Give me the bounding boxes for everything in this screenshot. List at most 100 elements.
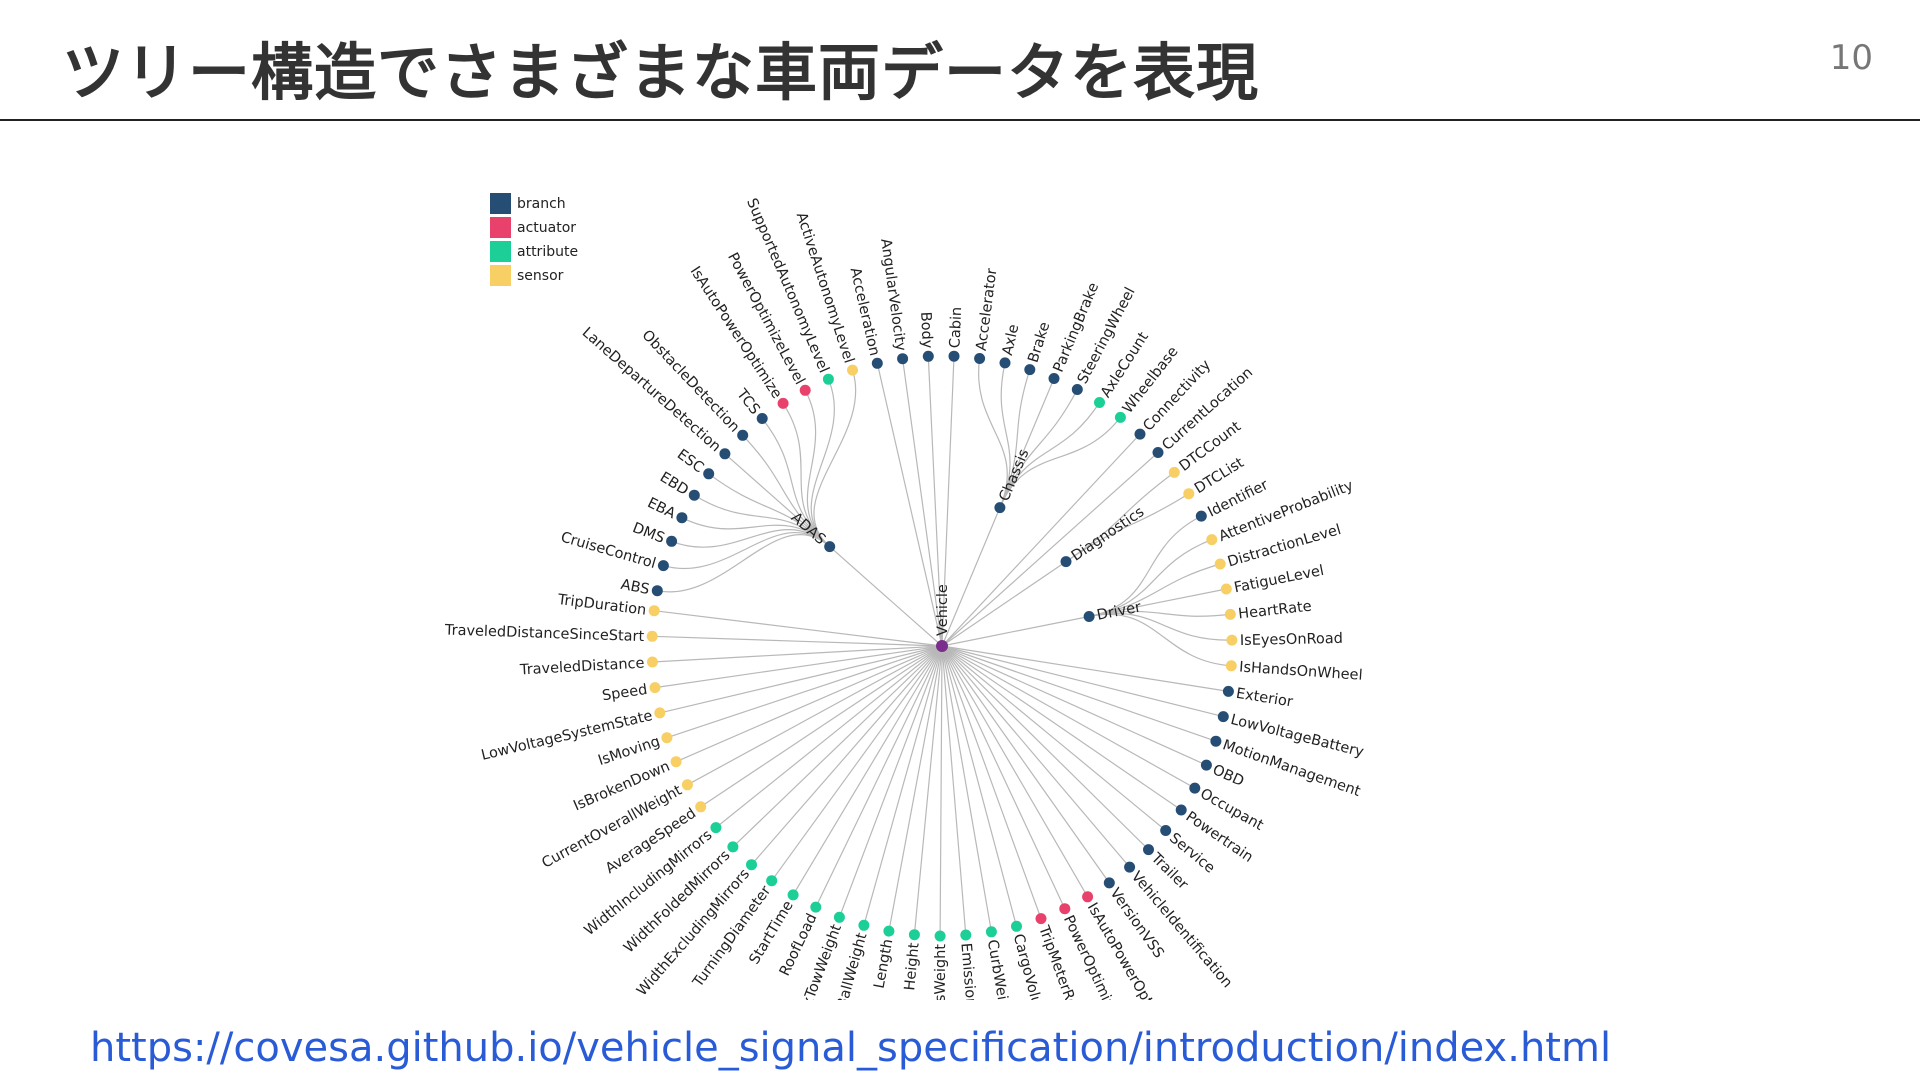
node-angular-velocity-label: AngularVelocity (877, 238, 908, 353)
node-acceleration-dot (871, 357, 883, 369)
node-brake-label: Brake (1026, 320, 1054, 365)
node-is-auto-power-optimize-dot (777, 397, 789, 409)
link-vehicle-version-vss (941, 645, 1110, 884)
link-vehicle-average-speed (700, 645, 943, 808)
link-adas-power-optimize-level (804, 390, 831, 548)
link-adas-ebd (693, 494, 831, 548)
legend-label-actuator: actuator (517, 220, 576, 236)
node-attentive-probability-dot (1206, 534, 1218, 546)
link-driver-heart-rate (1088, 610, 1231, 618)
node-power-optimize-level-dot (1059, 903, 1071, 915)
node-height-label: Height (902, 942, 923, 992)
node-turning-diameter-dot (766, 875, 778, 887)
node-active-autonomy-level-label: ActiveAutonomyLevel (793, 211, 857, 366)
node-curb-weight-dot (985, 926, 997, 938)
link-adas-lane-departure-detection (724, 453, 831, 548)
node-width-folded-mirrors-dot (727, 841, 739, 853)
node-eba-dot (676, 512, 688, 524)
node-ebd-dot (688, 489, 700, 501)
node-eba-label: EBA (645, 495, 678, 522)
source-link[interactable]: https://covesa.github.io/vehicle_signal_… (90, 1025, 1612, 1071)
node-height-dot (908, 929, 920, 941)
link-adas-obstacle-detection (742, 434, 831, 548)
link-vehicle-traveled-distance (652, 645, 943, 663)
node-fatigue-level-label: FatigueLevel (1233, 563, 1326, 597)
node-driver-dot (1083, 611, 1095, 622)
link-vehicle-max-tow-weight (838, 645, 943, 918)
node-cargo-volume-dot (1011, 920, 1022, 932)
node-is-eyes-on-road-dot (1226, 634, 1238, 646)
node-heart-rate-dot (1224, 608, 1236, 620)
link-vehicle-traveled-distance-since-start (652, 635, 943, 647)
link-vehicle-power-optimize-level (941, 645, 1066, 909)
link-diagnostics-dtclist (1065, 493, 1190, 563)
node-is-hands-on-wheel-label: IsHandsOnWheel (1239, 659, 1363, 683)
link-adas-cruise-control (663, 532, 831, 570)
link-driver-fatigue-level (1088, 588, 1227, 618)
link-vehicle-start-time (792, 645, 943, 896)
link-chassis-axle (999, 362, 1011, 508)
link-chassis-steering-wheel (999, 389, 1078, 508)
link-vehicle-curb-weight (941, 645, 992, 932)
link-adas-eba (681, 517, 831, 548)
node-is-moving-dot (661, 732, 673, 744)
node-width-excluding-mirrors-dot (746, 859, 757, 871)
node-identifier-dot (1195, 510, 1207, 522)
link-driver-distraction-level (1088, 563, 1221, 618)
node-motion-management-dot (1210, 735, 1222, 747)
node-exterior-label: Exterior (1235, 686, 1294, 711)
node-average-speed-dot (695, 801, 707, 813)
link-vehicle-acceleration (876, 363, 943, 647)
link-driver-is-hands-on-wheel (1088, 613, 1232, 667)
link-vehicle-connectivity (941, 433, 1141, 647)
node-trip-duration-dot (648, 605, 660, 617)
link-vehicle-motion-management (941, 645, 1217, 742)
node-angular-velocity-dot (897, 353, 909, 365)
node-connectivity-dot (1134, 428, 1146, 440)
link-adas-is-auto-power-optimize (782, 403, 831, 548)
node-start-time-dot (787, 889, 799, 901)
node-trailer-dot (1143, 844, 1154, 856)
node-body-label: Body (917, 311, 935, 349)
node-low-voltage-system-state-dot (654, 707, 666, 719)
link-vehicle-cargo-volume (941, 645, 1018, 927)
node-current-overall-weight-dot (681, 779, 693, 791)
node-is-auto-power-optimize-dot (1082, 891, 1094, 903)
node-speed-dot (649, 682, 661, 694)
link-vehicle-trailer (941, 645, 1149, 851)
link-adas-dms (671, 529, 831, 548)
link-vehicle-diagnostics (941, 561, 1067, 647)
node-is-broken-down-dot (670, 756, 682, 768)
node-obd-dot (1200, 759, 1212, 771)
node-gross-weight-dot (934, 930, 946, 942)
node-supported-autonomy-level-dot (822, 373, 834, 385)
link-vehicle-is-auto-power-optimize (941, 645, 1089, 898)
link-vehicle-vehicle-identification (941, 645, 1131, 868)
node-service-dot (1160, 825, 1172, 836)
link-vehicle-width-excluding-mirrors (751, 645, 943, 866)
link-vehicle-driver (941, 615, 1090, 647)
node-emissions-co2-label: EmissionsCO2 (957, 942, 981, 1000)
link-vehicle-adas (829, 546, 943, 647)
link-vehicle-width-folded-mirrors (732, 645, 943, 848)
legend-label-sensor: sensor (517, 268, 564, 284)
node-axle-count-dot (1094, 397, 1105, 408)
node-obd-label: OBD (1210, 762, 1246, 790)
link-driver-is-eyes-on-road (1088, 612, 1232, 641)
node-ebd-label: EBD (657, 469, 691, 498)
link-driver-identifier (1088, 515, 1202, 618)
node-obstacle-detection-dot (737, 429, 749, 441)
node-tcs-label: TCS (733, 386, 763, 418)
node-diagnostics-dot (1060, 556, 1072, 568)
link-adas-active-autonomy-level (813, 369, 857, 548)
link-vehicle-speed (654, 645, 943, 689)
node-axle-dot (999, 357, 1011, 369)
node-chassis-dot (994, 502, 1006, 514)
link-vehicle-low-voltage-battery (941, 645, 1224, 718)
link-vehicle-obd (941, 645, 1207, 766)
legend-swatch-branch (490, 193, 511, 214)
link-vehicle-turning-diameter (771, 645, 943, 882)
node-dtccount-dot (1168, 466, 1180, 478)
